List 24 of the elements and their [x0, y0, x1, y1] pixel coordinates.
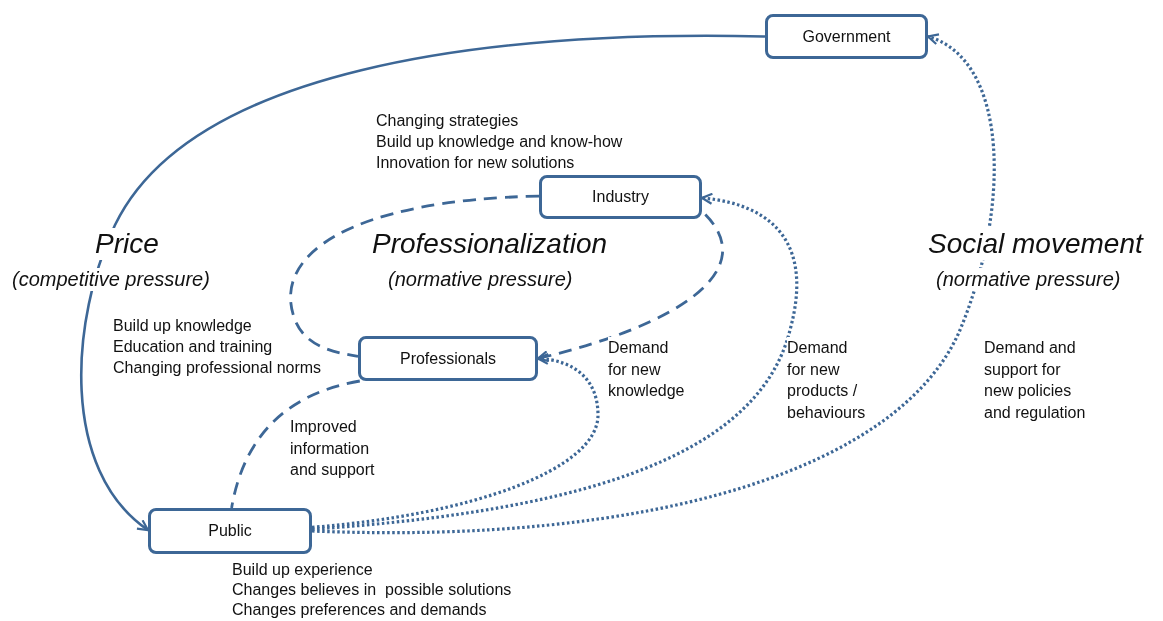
note-text: Build up experience	[232, 560, 373, 580]
connector-arrow	[311, 193, 799, 531]
edge-label: Demand for new knowledge	[608, 337, 683, 402]
process-box: Government	[765, 14, 928, 59]
pressure-subheading: (competitive pressure)	[12, 268, 210, 291]
connector-arrow	[311, 34, 996, 535]
note-text: Build up knowledge and know-how	[376, 132, 623, 152]
connector-arrow	[536, 213, 724, 362]
pressure-subheading: (normative pressure)	[388, 268, 573, 291]
process-box: Public	[148, 508, 312, 554]
pressure-heading: Social movement	[928, 228, 1143, 260]
note-text: Build up knowledge	[113, 316, 252, 336]
process-box: Professionals	[358, 336, 538, 381]
note-text: Innovation for new solutions	[376, 153, 575, 173]
process-box: Industry	[539, 175, 702, 219]
pressure-subheading: (normative pressure)	[936, 268, 1121, 291]
note-text: Changes believes in possible solutions	[232, 580, 512, 600]
connector-arrow	[80, 34, 765, 532]
connector-arrow	[311, 353, 600, 529]
note-text: Changes preferences and demands	[232, 600, 487, 620]
note-text: Education and training	[113, 337, 273, 357]
note-text: Changing strategies	[376, 111, 519, 131]
note-text: Changing professional norms	[113, 358, 322, 378]
pressure-heading: Price	[95, 228, 159, 260]
